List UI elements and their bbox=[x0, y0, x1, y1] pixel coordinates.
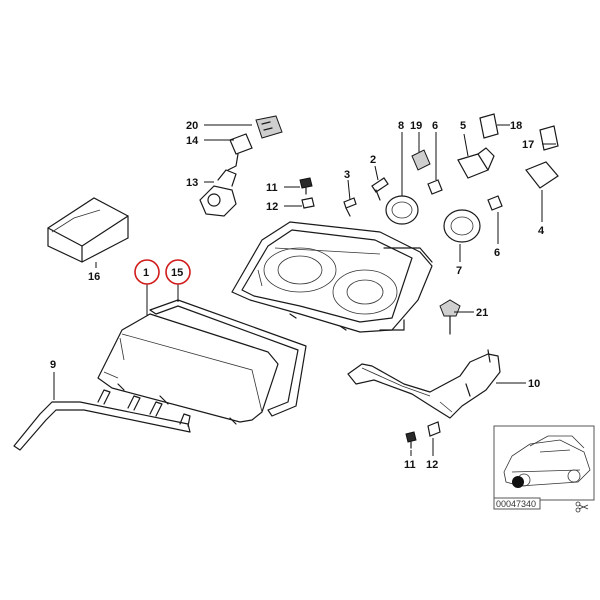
part-21-adjuster bbox=[439, 299, 461, 335]
part-1-lens bbox=[97, 313, 279, 425]
label-7: 7 bbox=[456, 265, 462, 277]
label-15: 15 bbox=[171, 267, 183, 279]
label-13: 13 bbox=[186, 177, 198, 189]
label-19: 19 bbox=[410, 120, 422, 132]
label-1: 1 bbox=[143, 267, 149, 279]
label-5: 5 bbox=[460, 120, 466, 132]
scissors-icon bbox=[575, 501, 589, 513]
part-19-bulb bbox=[411, 149, 431, 171]
label-9: 9 bbox=[50, 359, 56, 371]
part-16-box bbox=[47, 197, 129, 263]
part-5-socket bbox=[457, 147, 495, 179]
label-6-lower: 6 bbox=[494, 247, 500, 259]
part-12-clip-upper bbox=[301, 197, 315, 209]
label-12-upper: 12 bbox=[266, 201, 278, 213]
location-marker bbox=[512, 476, 524, 488]
highlight-ring-1 bbox=[134, 259, 160, 285]
part-15-gasket bbox=[149, 299, 307, 417]
part-11-screw-upper bbox=[299, 177, 313, 195]
label-3: 3 bbox=[344, 169, 350, 181]
label-20: 20 bbox=[186, 120, 198, 132]
label-11-upper: 11 bbox=[266, 182, 278, 194]
diagram-code: 00047340 bbox=[496, 499, 536, 509]
part-6-bulb-lower bbox=[487, 195, 503, 211]
part-10-bracket bbox=[347, 349, 501, 419]
part-20-connector bbox=[255, 115, 283, 139]
label-17: 17 bbox=[522, 139, 534, 151]
part-6-bulb-upper bbox=[427, 179, 443, 195]
part-12-clip-lower bbox=[427, 421, 441, 437]
label-10: 10 bbox=[528, 378, 540, 390]
part-14-plug bbox=[227, 133, 253, 171]
part-17-socket bbox=[525, 125, 559, 189]
part-11-screw-lower bbox=[405, 431, 417, 449]
part-8-cap bbox=[385, 195, 419, 225]
leader-lines bbox=[53, 124, 556, 456]
part-7-cap bbox=[443, 209, 481, 243]
car-thumbnail: 00047340 bbox=[493, 425, 595, 513]
label-21: 21 bbox=[476, 307, 488, 319]
part-2-bulb bbox=[371, 177, 389, 201]
label-11-lower: 11 bbox=[404, 459, 416, 471]
label-14: 14 bbox=[186, 135, 199, 147]
label-18: 18 bbox=[510, 120, 522, 132]
part-9-trim-strip bbox=[13, 389, 191, 451]
label-2: 2 bbox=[370, 154, 376, 166]
part-3-bulb bbox=[343, 197, 357, 217]
callout-labels: 20 14 13 11 12 2 3 8 19 6 5 18 17 4 6 7 … bbox=[50, 120, 545, 471]
part-18-connector bbox=[479, 113, 499, 139]
part-13-leveling-motor bbox=[199, 169, 237, 217]
headlight-housing bbox=[231, 221, 433, 333]
label-6-upper: 6 bbox=[432, 120, 438, 132]
label-8: 8 bbox=[398, 120, 404, 132]
label-4: 4 bbox=[538, 225, 545, 237]
label-16: 16 bbox=[88, 271, 100, 283]
highlight-ring-15 bbox=[165, 259, 191, 285]
label-12-lower: 12 bbox=[426, 459, 438, 471]
